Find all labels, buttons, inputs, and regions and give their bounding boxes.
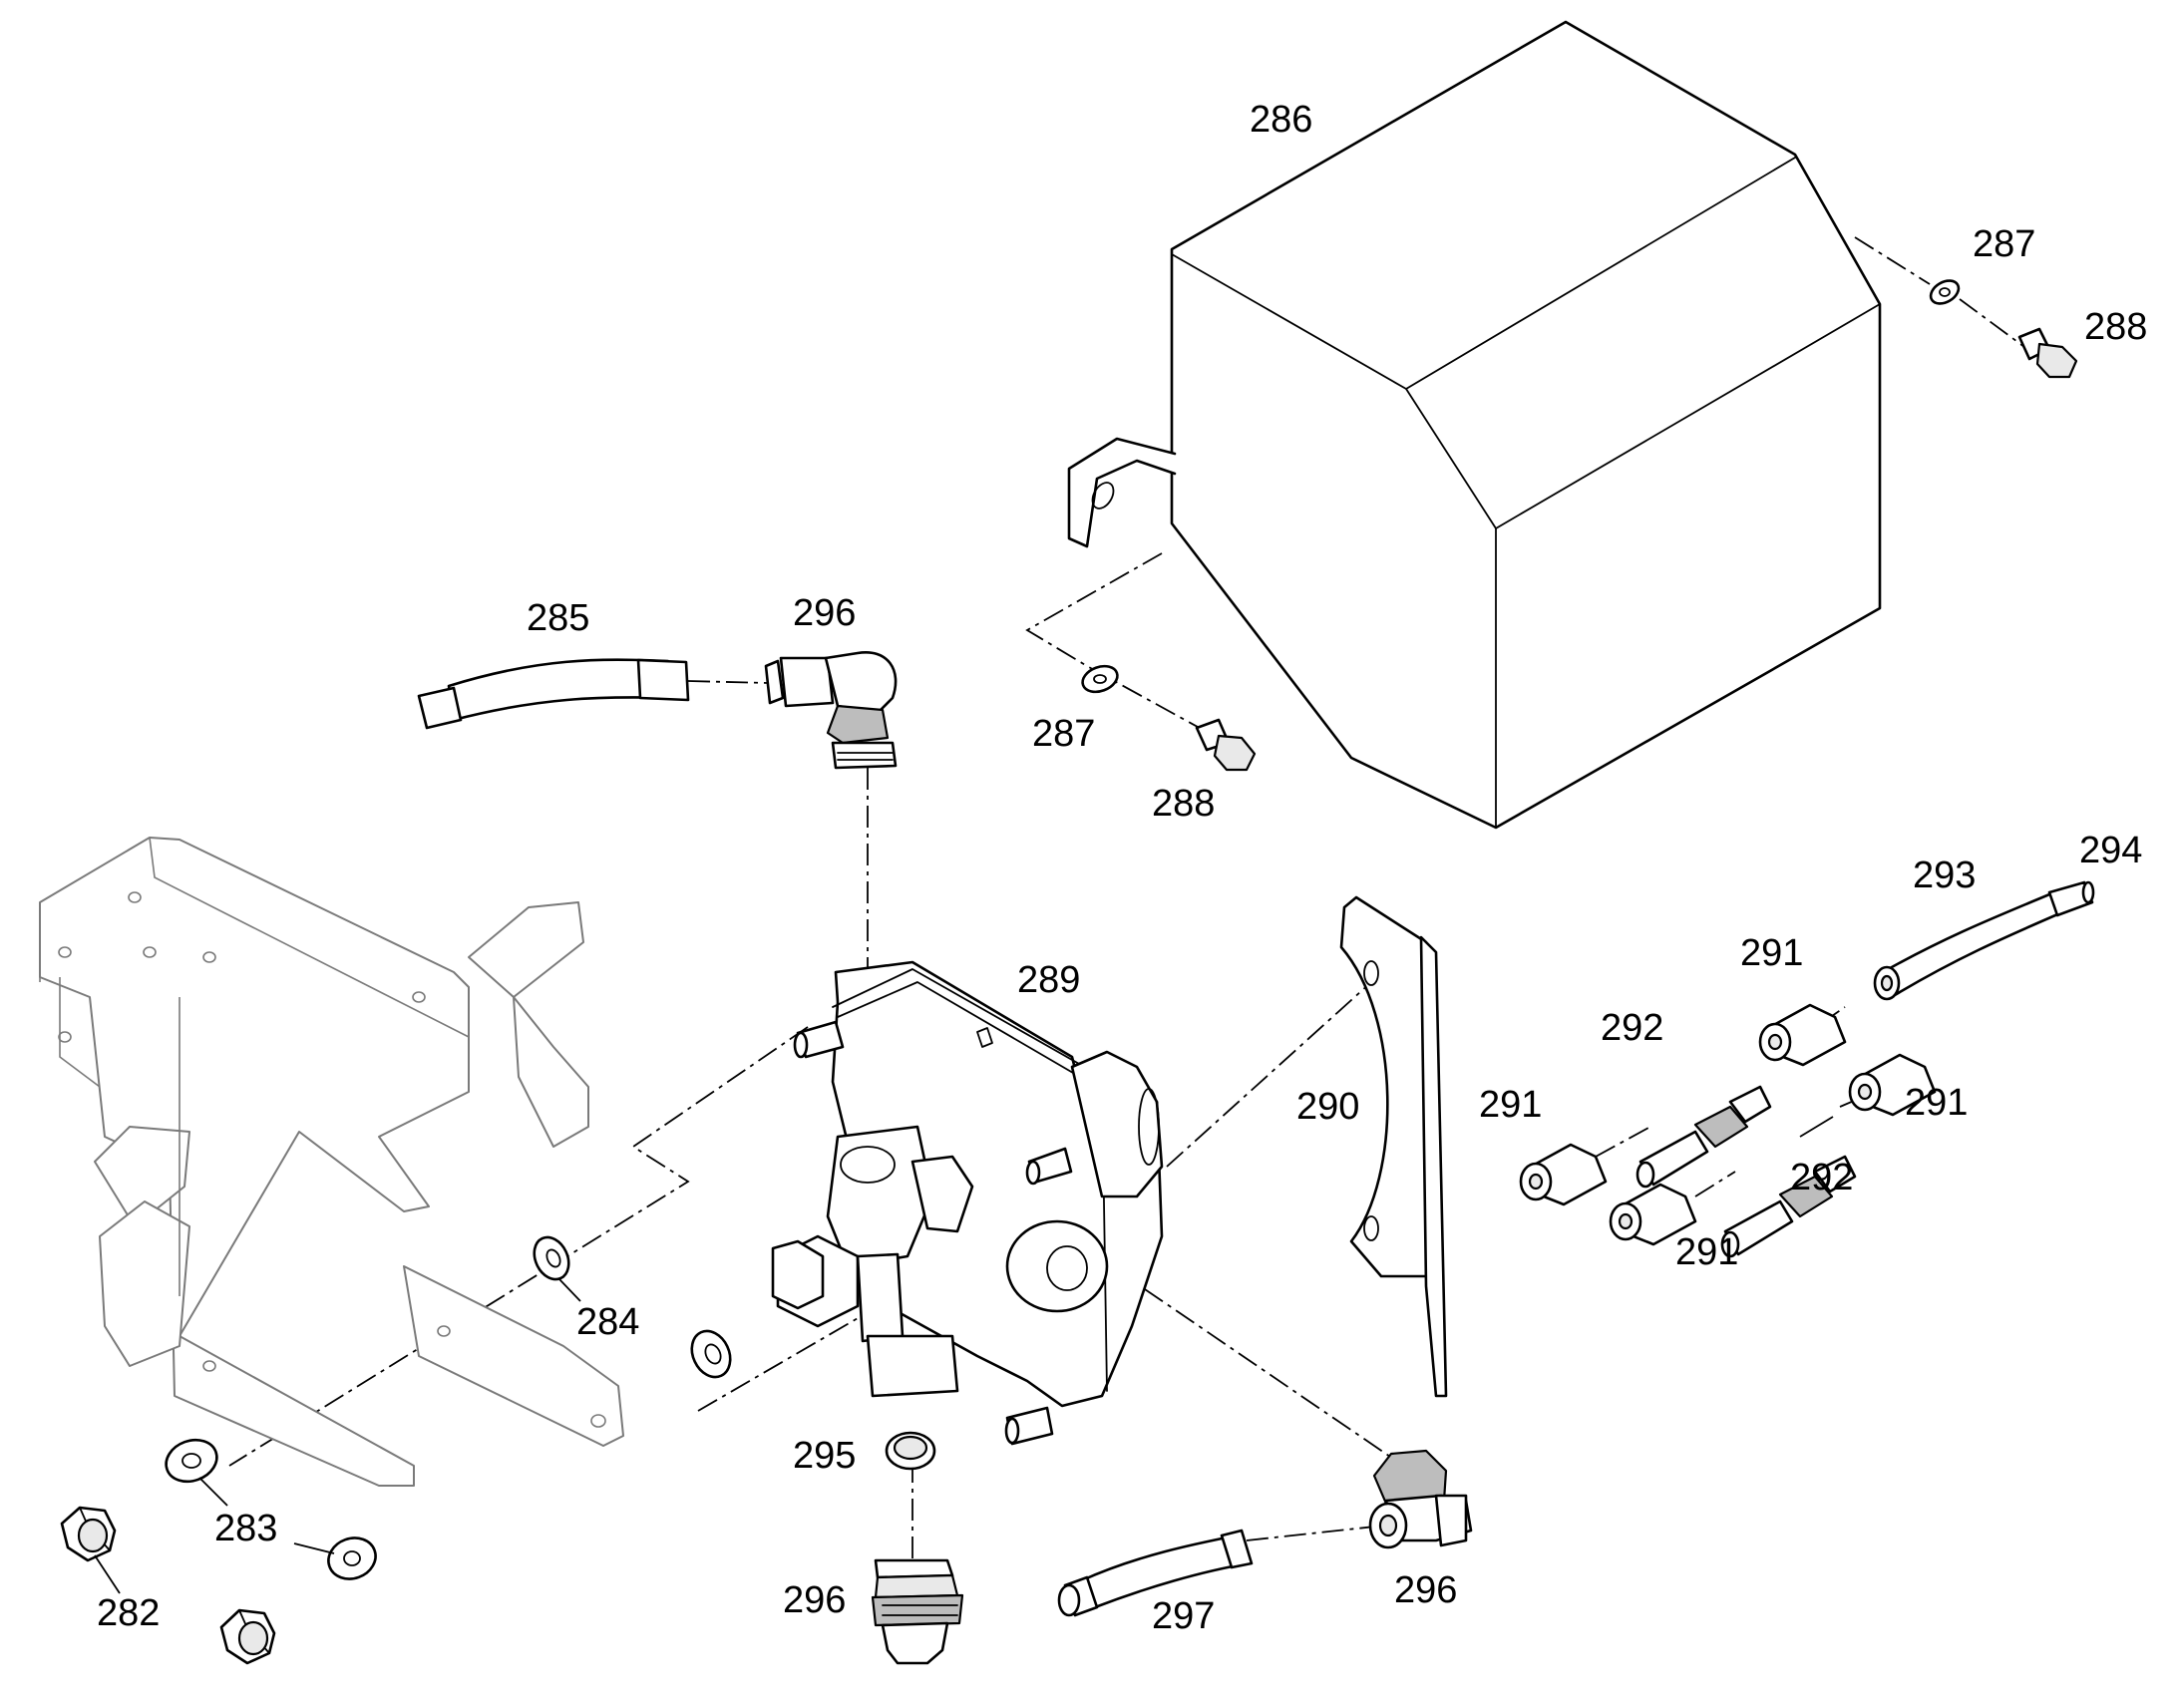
part-296-fitting-bottom xyxy=(871,1558,964,1665)
part-297-hose xyxy=(1057,1529,1254,1617)
callout-287-left: 287 xyxy=(1032,713,1095,755)
callout-288-left: 288 xyxy=(1152,783,1215,825)
callout-labels: 282 283 284 285 286 287 287 288 288 289 … xyxy=(97,99,2147,1637)
callout-291-bottom: 291 xyxy=(1675,1231,1738,1273)
callout-290: 290 xyxy=(1296,1086,1359,1128)
part-293-hose xyxy=(1873,890,2064,1001)
part-284-washer-upper xyxy=(533,1235,570,1281)
callout-282: 282 xyxy=(97,1592,160,1634)
part-286-cover-housing xyxy=(1067,20,1882,830)
part-289-valve-body xyxy=(771,960,1164,1446)
part-296-elbow-fitting-right xyxy=(1368,1449,1473,1549)
callout-283: 283 xyxy=(214,1508,277,1549)
part-285-hose xyxy=(417,658,690,730)
part-295-o-ring xyxy=(885,1431,936,1471)
part-290-gasket-plate xyxy=(1339,895,1448,1398)
part-292-nipple-a xyxy=(1635,1085,1772,1189)
callout-295: 295 xyxy=(793,1435,856,1477)
callout-289: 289 xyxy=(1017,959,1080,1001)
part-288-bolt-right xyxy=(2017,327,2078,379)
callout-286: 286 xyxy=(1250,99,1312,141)
callout-291-right: 291 xyxy=(1905,1082,1968,1124)
part-291-fitting-b xyxy=(1519,1143,1608,1206)
callout-293: 293 xyxy=(1913,854,1976,896)
part-291-fitting-d xyxy=(1609,1183,1697,1246)
callout-296-right: 296 xyxy=(1394,1569,1457,1611)
part-296-elbow-fitting-top xyxy=(764,650,898,770)
callout-297: 297 xyxy=(1152,1595,1215,1637)
part-283-washer-lower xyxy=(327,1537,377,1580)
part-287-washer-left xyxy=(1081,664,1119,694)
callout-292-upper: 292 xyxy=(1601,1007,1663,1049)
mounting-bracket-plate xyxy=(39,837,624,1487)
part-292-nipple-b xyxy=(1720,1155,1857,1258)
callout-296-top: 296 xyxy=(793,592,856,634)
part-282-nut-lower xyxy=(219,1608,276,1665)
callout-292-lower: 292 xyxy=(1790,1157,1853,1198)
callout-pointer-lines xyxy=(94,1116,1834,1594)
callout-291-top: 291 xyxy=(1740,932,1803,974)
callout-291-left: 291 xyxy=(1479,1084,1542,1126)
part-291-fitting-c xyxy=(1848,1053,1937,1117)
callout-284: 284 xyxy=(576,1301,639,1343)
part-291-fitting-a xyxy=(1758,1003,1847,1067)
callout-296-bottom: 296 xyxy=(783,1579,846,1621)
callout-287-right: 287 xyxy=(1973,223,2035,265)
part-283-washer-upper xyxy=(165,1438,218,1484)
callout-285: 285 xyxy=(527,597,589,639)
part-294-hose-end xyxy=(2047,880,2095,917)
part-288-bolt-left xyxy=(1195,718,1257,772)
part-284-washer-lower xyxy=(690,1329,732,1379)
callout-288-right: 288 xyxy=(2084,306,2147,348)
callout-294: 294 xyxy=(2079,830,2142,871)
part-282-nut-upper xyxy=(60,1506,117,1562)
part-287-washer-right xyxy=(1929,279,1961,305)
